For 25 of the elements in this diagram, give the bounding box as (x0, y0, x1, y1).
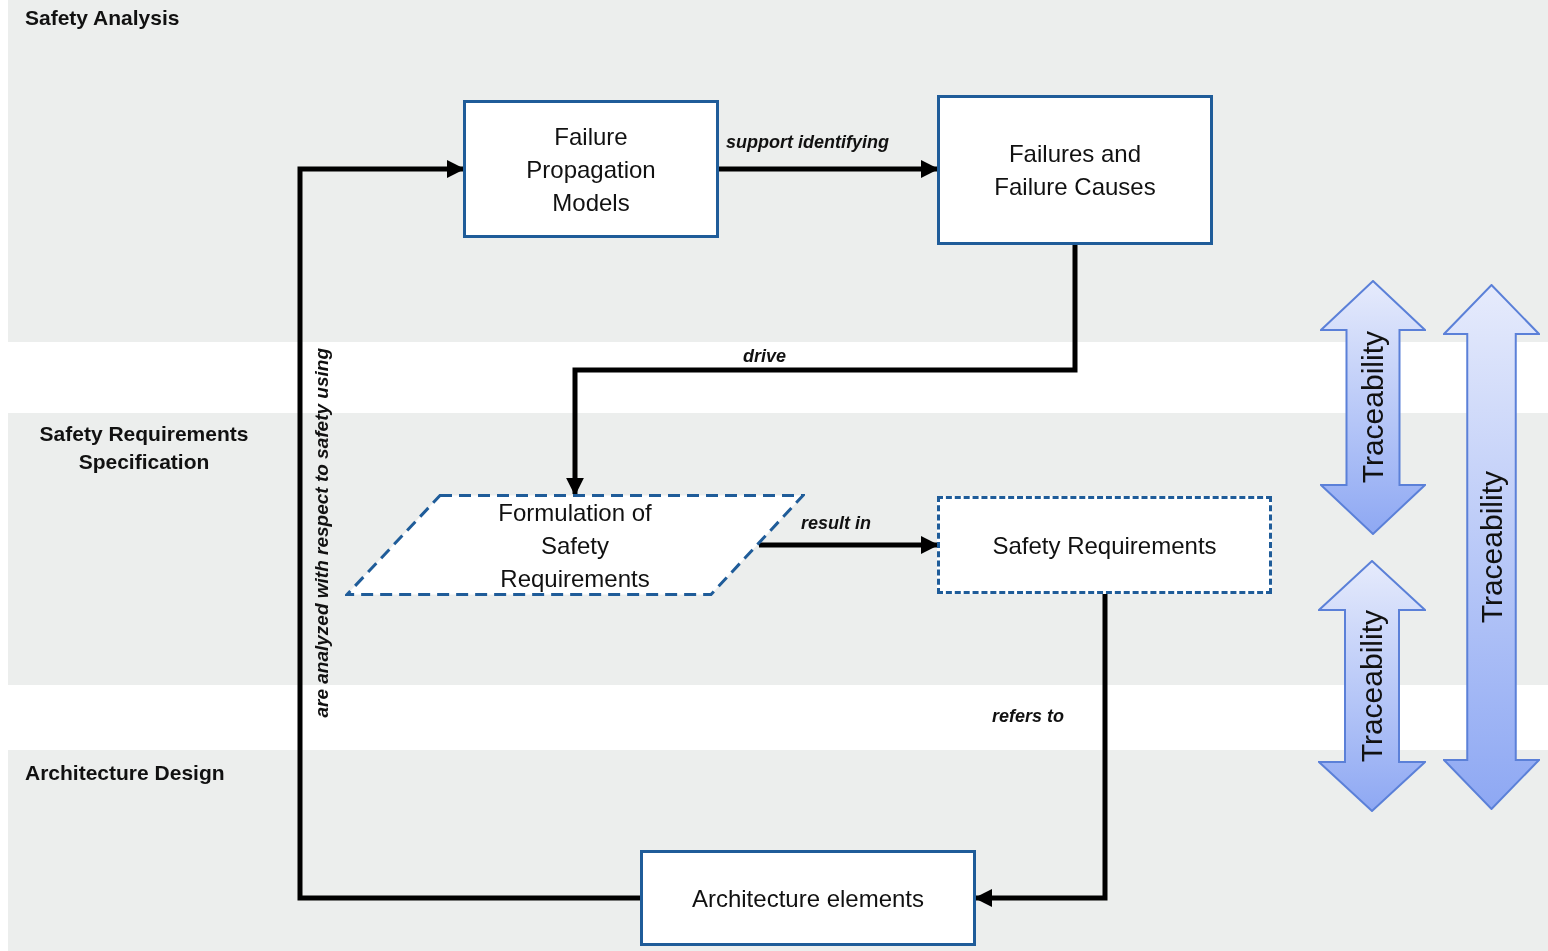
process-box (463, 100, 719, 238)
arrow-label: Traceability (1474, 470, 1509, 624)
arrow (719, 160, 939, 178)
lane-title: Architecture Design (25, 760, 226, 786)
arrow (974, 594, 1108, 907)
arrow (297, 160, 640, 901)
lane-title: Safety Requirements Specification (38, 421, 250, 475)
box-label: Formulation of Safety Requirements (497, 497, 653, 594)
box-label: Safety Requirements (992, 530, 1217, 561)
edge-label: result in (801, 513, 871, 534)
box-label: Failures and Failure Causes (993, 139, 1157, 202)
process-box (640, 850, 976, 946)
process-box (937, 496, 1272, 594)
box-label: Architecture elements (691, 883, 925, 914)
arrow-label: Traceability (1356, 331, 1390, 484)
arrow-label: Traceability (1355, 609, 1389, 763)
box-label: Failure Propagation Models (525, 121, 657, 218)
arrow (566, 245, 1078, 496)
edge-label: support identifying (726, 132, 889, 153)
edge-label: drive (743, 346, 787, 367)
lane-title: Safety Analysis (25, 5, 181, 31)
arrow (759, 536, 939, 554)
edge-label: refers to (992, 706, 1065, 727)
edge-label: are analyzed with respect to safety using (311, 348, 333, 718)
process-box (937, 95, 1213, 245)
